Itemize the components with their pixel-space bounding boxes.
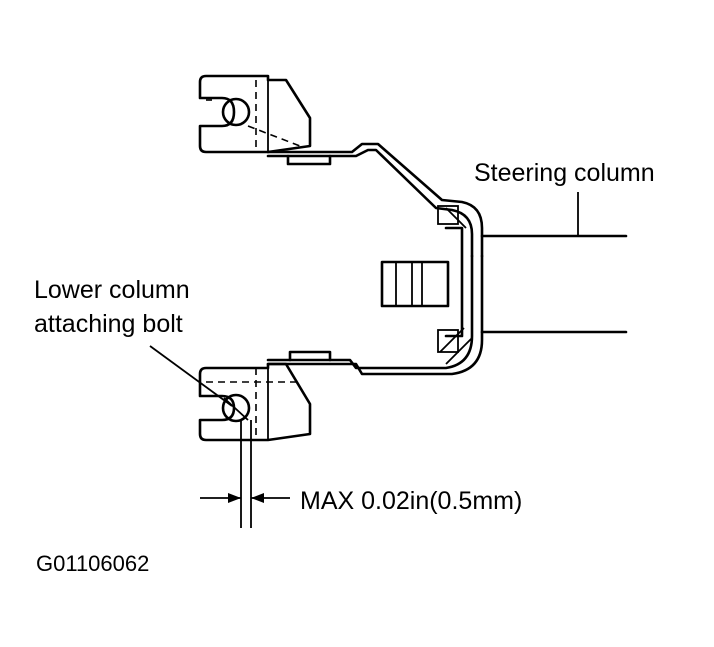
center-shaft (380, 226, 464, 338)
lower-yoke-arm (266, 254, 484, 376)
lower-bolt-leader (149, 345, 233, 407)
lower-yoke-ear (198, 362, 312, 442)
upper-yoke-arm (266, 142, 484, 258)
figure-id: G01106062 (36, 551, 150, 576)
lower-bolt-label-line2: attaching bolt (34, 310, 183, 338)
lower-bolt-label-line1: Lower column (34, 276, 190, 304)
clearance-label: MAX 0.02in(0.5mm) (300, 487, 523, 515)
steering-column-shaft (480, 234, 628, 334)
upper-yoke-ear (198, 74, 312, 154)
clearance-dimension (200, 420, 290, 528)
steering-column-label: Steering column (474, 159, 655, 187)
